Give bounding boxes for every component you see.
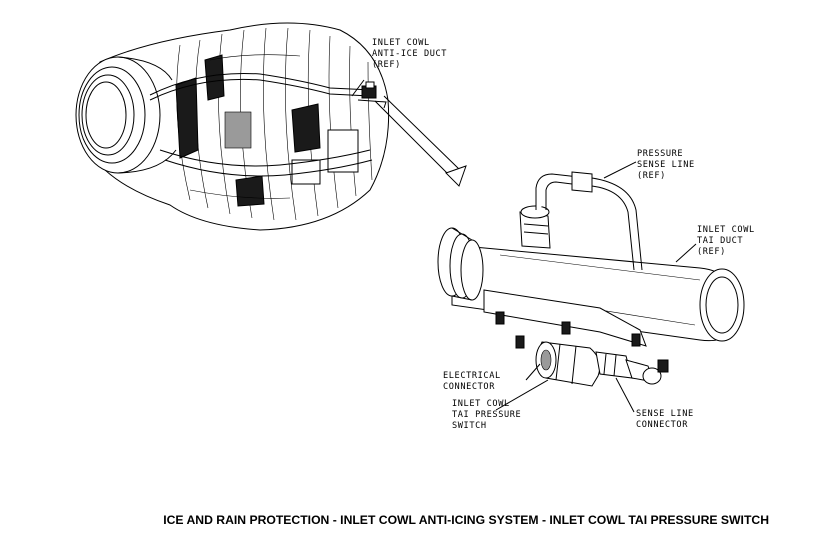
engine-illustration [75,22,390,231]
label-tai-duct: INLET COWL TAI DUCT (REF) [697,225,761,257]
figure-caption-text: ICE AND RAIN PROTECTION - INLET COWL ANT… [163,513,769,527]
detail-illustration [437,171,745,387]
leader-lines [495,161,697,413]
figure-caption: ICE AND RAIN PROTECTION - INLET COWL ANT… [0,513,819,527]
label-inlet-cowl-duct: INLET COWL ANTI-ICE DUCT (REF) [372,38,453,70]
label-electrical-connector: ELECTRICAL CONNECTOR [443,371,507,392]
label-pressure-sense-line: PRESSURE SENSE LINE (REF) [637,149,701,181]
label-sense-line-connector: SENSE LINE CONNECTOR [636,409,700,430]
callout-arrow [374,95,467,187]
label-pressure-switch: INLET COWL TAI PRESSURE SWITCH [452,399,527,431]
